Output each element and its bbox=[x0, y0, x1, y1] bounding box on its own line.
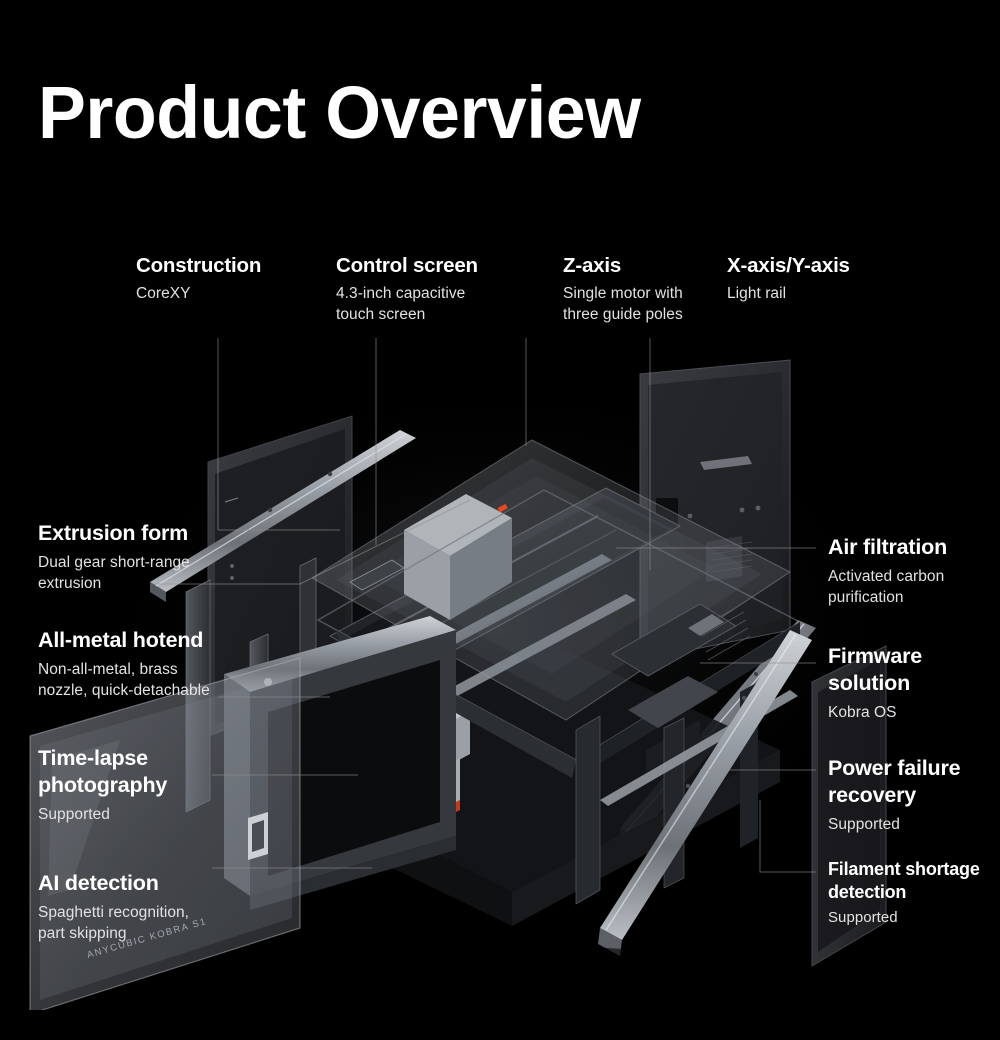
callout-title: Firmware solution bbox=[828, 644, 922, 695]
callout-firmware-solution: Firmware solution Kobra OS bbox=[828, 643, 922, 723]
callout-title: Filament shortage detection bbox=[828, 859, 980, 902]
callout-desc: Spaghetti recognition, part skipping bbox=[38, 904, 190, 942]
page-title: Product Overview bbox=[38, 71, 641, 154]
callout-all-metal-hotend: All-metal hotend Non-all-metal, brass no… bbox=[38, 627, 210, 701]
callout-title: All-metal hotend bbox=[38, 628, 204, 652]
callout-time-lapse: Time-lapse photography Supported bbox=[38, 745, 167, 825]
part-front-glass-door: ANYCUBIC KOBRA S1 bbox=[29, 657, 301, 1010]
callout-desc: CoreXY bbox=[136, 285, 191, 302]
callout-ai-detection: AI detection Spaghetti recognition, part… bbox=[38, 870, 189, 944]
callout-title: Power failure recovery bbox=[828, 756, 961, 807]
callout-desc: Supported bbox=[828, 909, 898, 926]
callout-air-filtration: Air filtration Activated carbon purifica… bbox=[828, 534, 947, 608]
callout-control-screen: Control screen 4.3-inch capacitive touch… bbox=[336, 253, 478, 325]
callout-title: Air filtration bbox=[828, 535, 948, 559]
part-bottom-silver-rail bbox=[598, 630, 812, 956]
callout-title: Time-lapse photography bbox=[38, 746, 168, 797]
callout-construction: Construction CoreXY bbox=[136, 253, 261, 304]
callout-z-axis: Z-axis Single motor with three guide pol… bbox=[563, 253, 683, 325]
callout-desc: Single motor with three guide poles bbox=[563, 285, 683, 323]
callout-filament-shortage-detection: Filament shortage detection Supported bbox=[828, 858, 980, 928]
callout-title: Extrusion form bbox=[38, 521, 189, 545]
callout-desc: 4.3-inch capacitive touch screen bbox=[336, 285, 466, 323]
callout-desc: Light rail bbox=[727, 285, 787, 302]
callout-desc: Supported bbox=[828, 816, 900, 833]
callout-title: Construction bbox=[136, 254, 262, 277]
callout-desc: Kobra OS bbox=[828, 704, 897, 721]
product-exploded-illustration: ANYCUBIC KOBRA S1 bbox=[0, 330, 1000, 1010]
callout-title: AI detection bbox=[38, 871, 159, 895]
callout-desc: Activated carbon purification bbox=[828, 568, 945, 606]
callout-desc: Dual gear short-range extrusion bbox=[38, 554, 190, 592]
callout-desc: Supported bbox=[38, 806, 110, 823]
callout-title: X-axis/Y-axis bbox=[727, 254, 850, 277]
callout-extrusion-form: Extrusion form Dual gear short-range ext… bbox=[38, 520, 190, 594]
callout-xy-axis: X-axis/Y-axis Light rail bbox=[727, 253, 850, 304]
callout-desc: Non-all-metal, brass nozzle, quick-detac… bbox=[38, 661, 210, 699]
callout-power-failure-recovery: Power failure recovery Supported bbox=[828, 755, 961, 835]
callout-title: Z-axis bbox=[563, 254, 622, 277]
callout-title: Control screen bbox=[336, 254, 478, 277]
